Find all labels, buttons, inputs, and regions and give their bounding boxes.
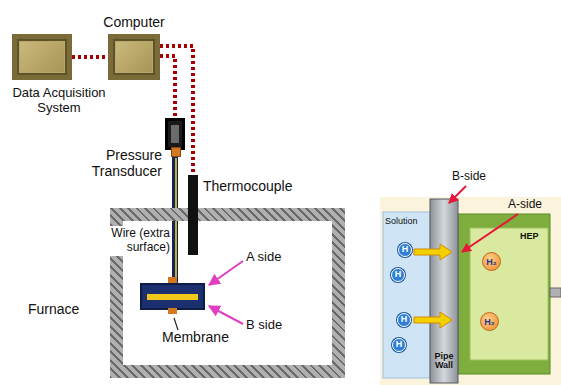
fitting (168, 277, 177, 283)
transducer-face (171, 125, 179, 143)
hydrogen-atom: H (397, 313, 411, 327)
hep-rod (550, 288, 561, 297)
callout-label: A-side (508, 198, 542, 212)
fitting (171, 147, 181, 157)
hep-chamber (470, 228, 548, 360)
screen (116, 42, 152, 72)
region-label: Pipe Wall (430, 352, 458, 371)
a-side-pointer (462, 214, 518, 252)
data-cable (160, 56, 175, 118)
callout-label: B side (246, 318, 282, 333)
pipe-wall (430, 199, 458, 383)
pressure-transducer: Pressure Transducer (165, 118, 185, 150)
node-label: Membrane (162, 329, 229, 345)
node-label: Pressure Transducer (78, 147, 162, 179)
region-label: HEP (520, 231, 539, 241)
fitting (168, 308, 177, 314)
screen (20, 42, 64, 72)
node-label: Data Acquisition System (4, 86, 114, 116)
hydrogen-atom: H (398, 243, 412, 257)
a-side-pointer (209, 261, 243, 285)
data-cable (72, 55, 108, 59)
permeation-arrow (414, 244, 452, 260)
callout-label: A side (246, 250, 281, 265)
node-label: Computer (103, 14, 164, 30)
hydrogen-atom: H (391, 268, 405, 282)
computer-box: Computer (108, 34, 160, 80)
solution-region (383, 212, 430, 378)
thermocouple: Thermocouple (188, 175, 198, 255)
hydrogen-atom: H (392, 338, 406, 352)
region-label: Solution (385, 216, 418, 226)
daq-box: Data Acquisition System (12, 34, 72, 80)
permeation-arrow (414, 312, 452, 328)
membrane-leader (174, 318, 178, 330)
data-cable (160, 46, 193, 175)
hydrogen-molecule: H₂ (480, 312, 499, 331)
membrane-sheet (147, 294, 198, 300)
callout-label: Wire (extra surface) (96, 226, 172, 256)
panel-background (380, 197, 561, 385)
callout-label: B-side (452, 170, 486, 184)
b-side-pointer (209, 306, 243, 324)
node-label: Furnace (28, 301, 79, 317)
b-side-pointer (449, 186, 466, 203)
hydrogen-molecule: H₂ (482, 252, 501, 271)
membrane: Membrane (140, 283, 205, 310)
node-label: Thermocouple (203, 178, 293, 194)
hep-housing (458, 214, 550, 374)
